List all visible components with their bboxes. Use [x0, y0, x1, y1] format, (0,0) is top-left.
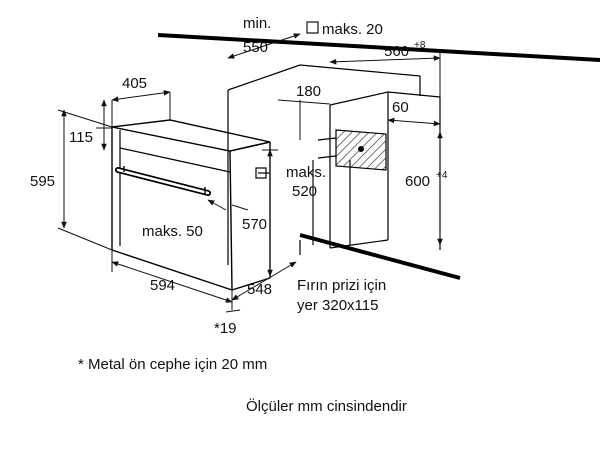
units-footnote: Ölçüler mm cinsindendir: [246, 398, 407, 415]
socket-area: [317, 129, 387, 171]
min-width-label: 550: [243, 39, 268, 56]
oven-body: [111, 119, 271, 291]
niche-height-tolerance: +4: [436, 170, 448, 181]
front-max-label: maks. 50: [142, 223, 203, 240]
socket-note-line1: Fırın prizi için: [297, 277, 386, 294]
min-label: min.: [243, 15, 271, 32]
niche-max-label: maks.: [286, 164, 326, 181]
socket-square-icon: [306, 21, 319, 34]
cabinet-depth-tolerance: +8: [414, 40, 426, 51]
top-offset-label: 180: [296, 83, 321, 100]
oven-depth-top-label: 405: [122, 75, 147, 92]
niche-depth-label: 60: [392, 99, 409, 116]
dimension-lines: [57, 33, 443, 313]
dimension-labels: min. 550 maks. 20 560 +8 405 180 60 115 …: [30, 15, 448, 337]
inner-height-label: 570: [242, 216, 267, 233]
socket-note-line2: yer 320x115: [297, 297, 378, 314]
width-label: 594: [150, 277, 175, 294]
metal-front-footnote: * Metal ön cephe için 20 mm: [78, 356, 268, 373]
panel-height-label: 115: [69, 129, 93, 146]
total-height-label: 595: [30, 173, 55, 190]
depth-label: 548: [247, 281, 272, 298]
front-thickness-label: *19: [214, 320, 237, 337]
niche-max-value: 520: [292, 183, 317, 200]
socket-max-label: maks. 20: [322, 21, 383, 38]
cabinet-depth-label: 560: [384, 43, 409, 60]
niche-height-label: 600: [405, 173, 430, 190]
